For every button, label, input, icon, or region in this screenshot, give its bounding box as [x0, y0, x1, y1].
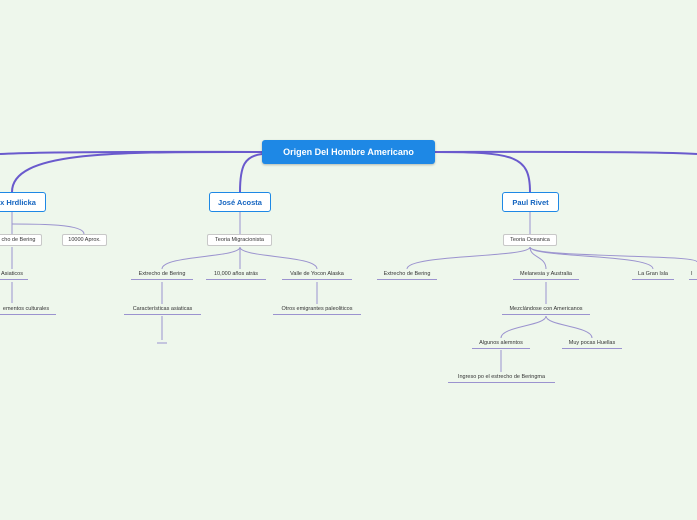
link-rivet-bering	[406, 246, 531, 270]
rivet-bering-node[interactable]: Extrecho de Bering	[377, 269, 437, 280]
hrdlicka-bering-node[interactable]: cho de Bering	[0, 234, 42, 246]
rivet-algunos-node[interactable]: Algunos alemntos	[472, 338, 530, 349]
link-acosta-yocon	[239, 246, 318, 270]
rivet-teoria-node[interactable]: Teoria Oceanica	[503, 234, 557, 246]
rivet-edge-node[interactable]: I	[689, 269, 697, 280]
link-rivet-granisla	[529, 246, 654, 270]
branch-hrdlicka[interactable]: x Hrdlicka	[0, 192, 46, 212]
rivet-ingreso-node[interactable]: Ingreso po el estrecho de Beringma	[448, 372, 555, 383]
rivet-huellas-node[interactable]: Muy pocas Huellas	[562, 338, 622, 349]
link-hrdlicka-years	[11, 223, 85, 235]
link-root-hrdlicka	[11, 150, 263, 193]
acosta-otros-node[interactable]: Otros emigrantes paleoliticos	[273, 304, 361, 315]
link-acosta-bering	[161, 246, 241, 270]
link-rivet-melanesia	[529, 246, 547, 270]
link-root-rivet	[434, 151, 531, 193]
link-rivet-edge	[529, 246, 697, 263]
link-root-acosta	[239, 153, 263, 193]
root-node[interactable]: Origen Del Hombre Americano	[262, 140, 435, 164]
rivet-mezclandose-node[interactable]: Mezclándose con Americanos	[502, 304, 590, 315]
branch-rivet[interactable]: Paul Rivet	[502, 192, 559, 212]
hrdlicka-asiaticos-node[interactable]: Asiaticos	[0, 269, 28, 280]
hrdlicka-years-node[interactable]: 10000 Aprox.	[62, 234, 107, 246]
acosta-bering-node[interactable]: Extrecho de Bering	[131, 269, 193, 280]
acosta-yocon-node[interactable]: Valle de Yocon Alaska	[282, 269, 352, 280]
link-rivet-huellas	[545, 315, 593, 339]
rivet-melanesia-node[interactable]: Melanesia y Australia	[513, 269, 579, 280]
acosta-years-node[interactable]: 10,000 años atrás	[206, 269, 266, 280]
acosta-caracteristicas-node[interactable]: Características asiaticas	[124, 304, 201, 315]
hrdlicka-elementos-node[interactable]: ementos culturales	[0, 304, 56, 315]
acosta-teoria-node[interactable]: Teoria Migracionista	[207, 234, 272, 246]
link-rivet-algunos	[500, 315, 547, 339]
rivet-granisla-node[interactable]: La Gran Isla	[632, 269, 674, 280]
branch-acosta[interactable]: José Acosta	[209, 192, 271, 212]
